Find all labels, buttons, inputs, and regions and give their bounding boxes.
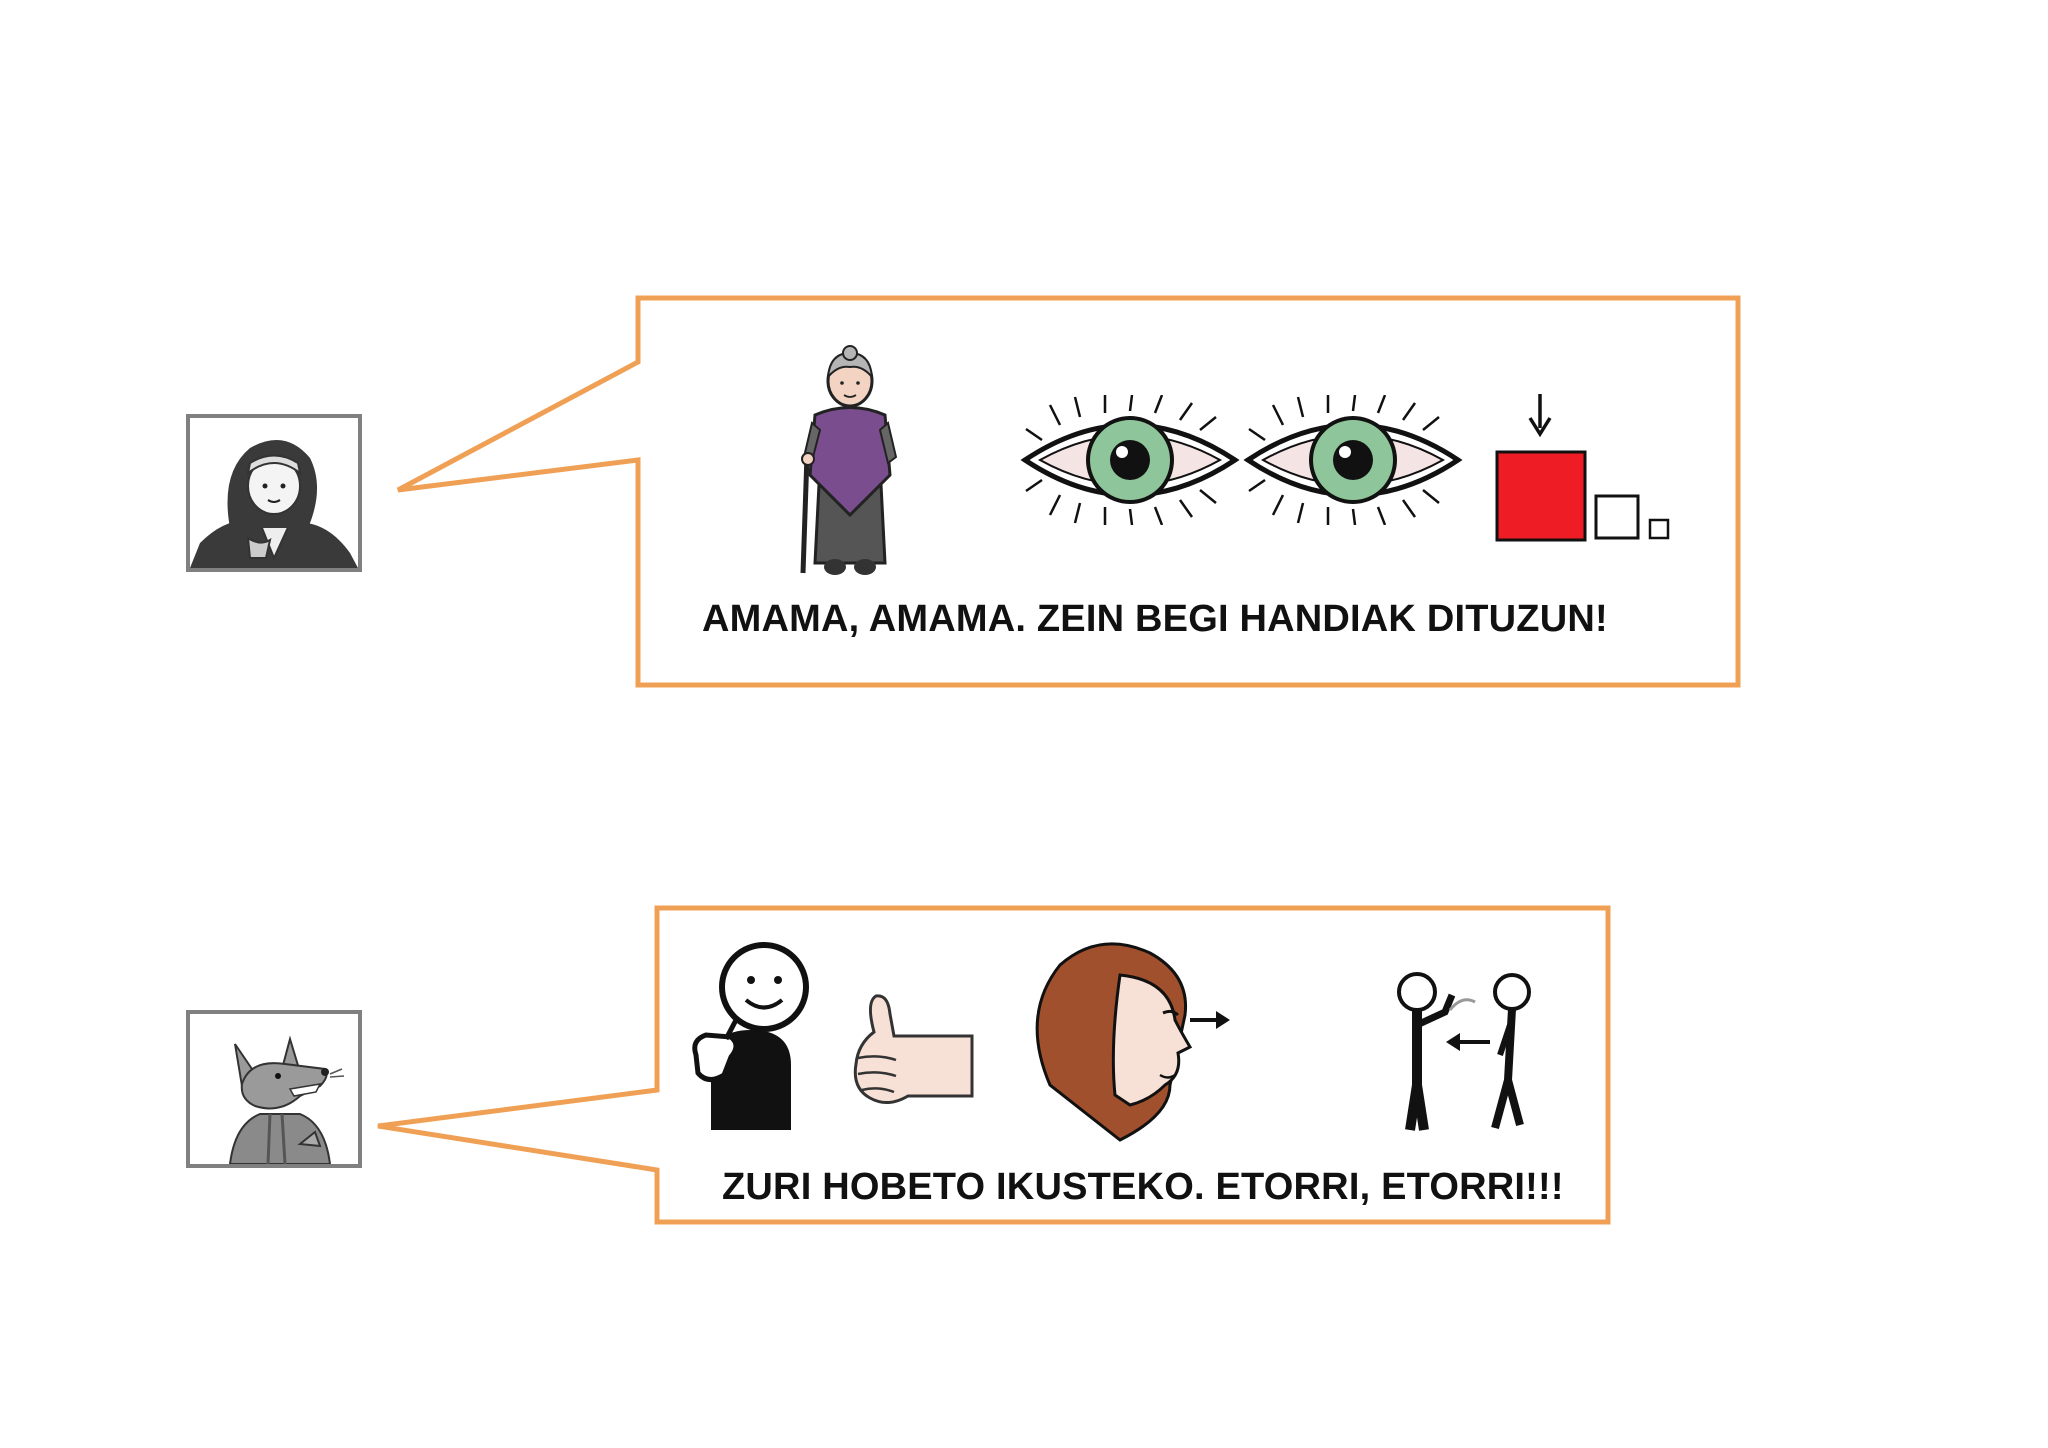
dialogue-text-1: AMAMA, AMAMA. ZEIN BEGI HANDIAK DITUZUN! <box>702 598 1608 640</box>
eye-icon <box>1020 395 1240 525</box>
speech-bubble-1 <box>396 295 1741 688</box>
good-thumb-icon <box>853 994 974 1104</box>
speaker-avatar-1 <box>186 414 362 572</box>
big-size-icon <box>1495 394 1670 542</box>
wolf-icon <box>228 1035 345 1164</box>
grandmother-icon <box>800 345 898 575</box>
dialogue-text-2: ZURI HOBETO IKUSTEKO. ETORRI, ETORRI!!! <box>722 1166 1564 1208</box>
eye-icon <box>1243 395 1463 525</box>
come-icon <box>1397 972 1531 1131</box>
speech-bubble-2 <box>377 905 1611 1225</box>
me-icon <box>692 942 809 1130</box>
speaker-avatar-2 <box>186 1010 362 1168</box>
red-riding-hood-icon <box>190 440 358 568</box>
look-icon <box>1035 942 1230 1142</box>
